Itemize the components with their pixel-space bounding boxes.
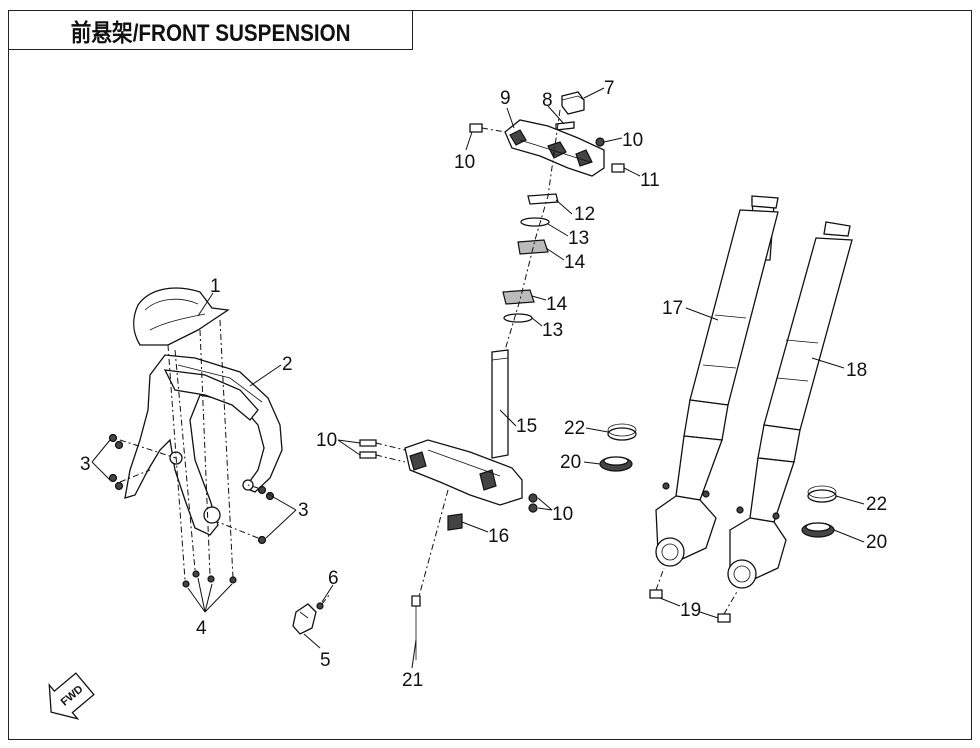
callout-20-left: 20 bbox=[560, 452, 581, 473]
bolt-part-6[interactable] bbox=[316, 593, 331, 610]
callout-14-upper: 14 bbox=[564, 252, 586, 273]
callout-7: 7 bbox=[604, 78, 615, 99]
title-box: 前悬架/FRONT SUSPENSION bbox=[8, 10, 413, 50]
callout-15: 15 bbox=[516, 416, 537, 437]
callout-18: 18 bbox=[846, 360, 867, 381]
callout-1: 1 bbox=[210, 276, 221, 297]
nut-part-10-upper-right[interactable] bbox=[595, 137, 605, 147]
callout-5: 5 bbox=[320, 650, 331, 671]
drawing-frame bbox=[8, 10, 972, 740]
clip-part-5[interactable] bbox=[292, 603, 317, 635]
callout-14-lower: 14 bbox=[546, 294, 568, 315]
callout-22-right: 22 bbox=[866, 494, 887, 515]
headlight-cowl-part-1[interactable] bbox=[133, 287, 230, 346]
callout-12: 12 bbox=[574, 204, 595, 225]
callout-10-upper-right: 10 bbox=[622, 130, 643, 151]
fork-leg-part-18[interactable] bbox=[727, 221, 853, 589]
callout-8: 8 bbox=[542, 90, 553, 111]
callout-10-upper-left: 10 bbox=[454, 152, 475, 173]
callout-2: 2 bbox=[282, 354, 293, 375]
callout-4: 4 bbox=[196, 618, 207, 639]
washer-part-8[interactable] bbox=[555, 121, 575, 131]
cap-part-7[interactable] bbox=[561, 91, 585, 115]
o-ring-part-13-lower[interactable] bbox=[503, 313, 533, 323]
dust-seal-part-12[interactable] bbox=[527, 193, 559, 205]
forward-arrow-icon: FWD bbox=[48, 672, 95, 720]
callout-11: 11 bbox=[640, 170, 660, 191]
callout-21: 21 bbox=[402, 670, 423, 691]
seal-part-20-left[interactable] bbox=[599, 456, 633, 472]
steering-stem-part-15[interactable] bbox=[491, 349, 509, 459]
seal-part-22-right[interactable] bbox=[807, 485, 837, 503]
callout-19: 19 bbox=[680, 600, 701, 621]
nut-part-10-lower-right[interactable] bbox=[528, 493, 538, 513]
callout-20-right: 20 bbox=[866, 532, 887, 553]
bolt-part-3-right[interactable] bbox=[217, 484, 275, 545]
screw-part-4[interactable] bbox=[167, 319, 237, 588]
bolt-part-11[interactable] bbox=[611, 163, 625, 173]
callout-3-left: 3 bbox=[80, 454, 91, 475]
callout-10-lower-left: 10 bbox=[316, 430, 337, 451]
callout-3-right: 3 bbox=[298, 500, 309, 521]
bearing-part-14-upper[interactable] bbox=[517, 239, 549, 255]
headlight-bracket-part-2[interactable] bbox=[124, 354, 283, 536]
callout-17: 17 bbox=[662, 298, 683, 319]
seal-part-22-left[interactable] bbox=[607, 423, 637, 441]
page-title: 前悬架/FRONT SUSPENSION bbox=[70, 19, 351, 47]
seal-part-20-right[interactable] bbox=[801, 522, 835, 538]
bolt-part-21[interactable] bbox=[411, 595, 421, 660]
callout-10-lower-right: 10 bbox=[552, 504, 573, 525]
callout-9: 9 bbox=[500, 88, 511, 109]
fork-leg-part-17[interactable] bbox=[655, 195, 779, 567]
callout-6: 6 bbox=[328, 568, 339, 589]
o-ring-part-13-upper[interactable] bbox=[520, 217, 550, 227]
spring-part-16[interactable] bbox=[447, 513, 463, 531]
callout-22-left: 22 bbox=[564, 418, 585, 439]
lower-triple-clamp-part-15[interactable] bbox=[404, 439, 523, 506]
callout-13-upper: 13 bbox=[568, 228, 589, 249]
callout-13-lower: 13 bbox=[542, 320, 563, 341]
callout-16: 16 bbox=[488, 526, 509, 547]
bolt-part-10-upper-left[interactable] bbox=[469, 123, 506, 133]
bolt-part-3-left[interactable] bbox=[108, 433, 177, 491]
bolt-part-19[interactable] bbox=[649, 567, 739, 623]
bearing-part-14-lower[interactable] bbox=[502, 289, 535, 305]
bolt-part-10-lower-left[interactable] bbox=[359, 439, 406, 463]
